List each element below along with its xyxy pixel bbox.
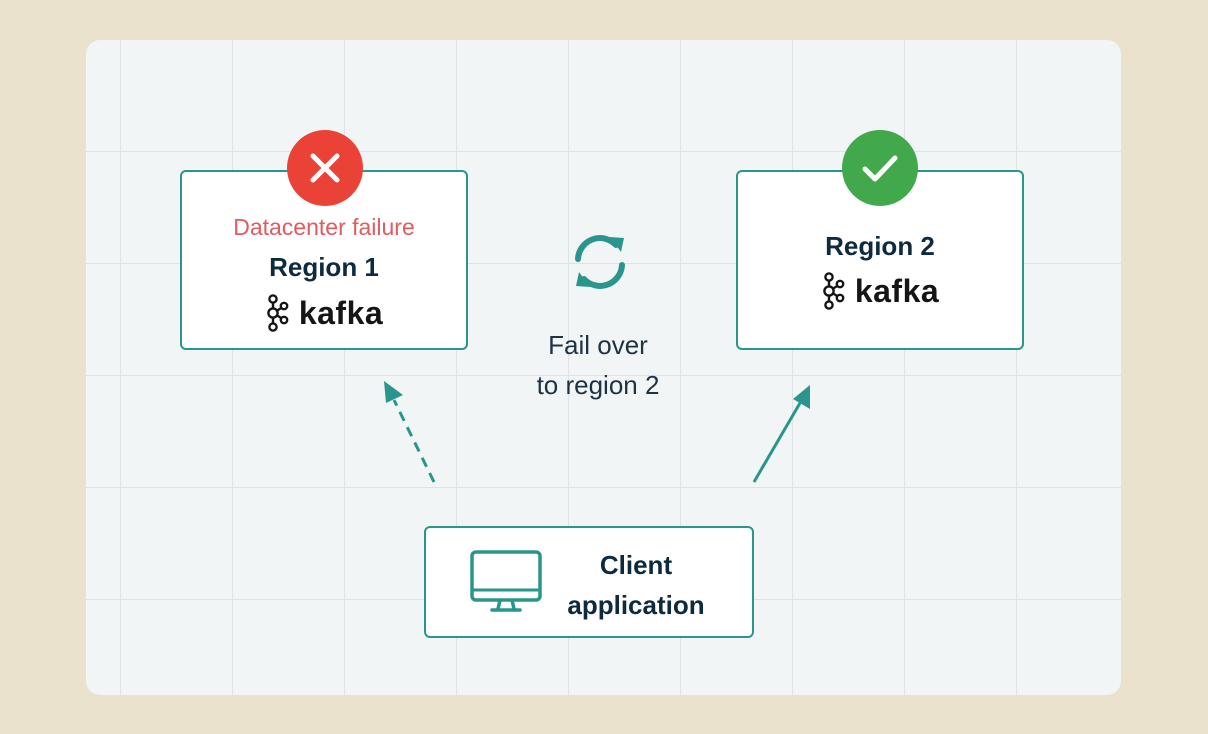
diagram-panel — [86, 40, 1121, 695]
failover-line-2: to region 2 — [536, 370, 660, 400]
monitor-icon — [470, 550, 542, 612]
success-status-badge — [842, 130, 918, 206]
kafka-logo: kafka — [738, 272, 1022, 310]
active-connection-arrow — [752, 385, 810, 483]
failover-line-1: Fail over — [548, 330, 648, 360]
kafka-icon — [267, 294, 289, 332]
region-1-title: Region 1 — [269, 252, 379, 282]
failure-status-badge — [287, 130, 363, 206]
client-line-2: application — [567, 590, 705, 620]
failed-connection-arrow — [384, 381, 436, 483]
failover-label: Fail over to region 2 — [498, 325, 698, 405]
kafka-wordmark: kafka — [298, 295, 384, 331]
client-line-1: Client — [599, 550, 673, 580]
kafka-icon — [823, 272, 845, 310]
sync-icon — [575, 235, 625, 289]
client-application-label: Client application — [544, 545, 728, 625]
region-2-title: Region 2 — [825, 231, 935, 261]
check-icon — [862, 155, 898, 182]
x-icon — [310, 153, 340, 183]
failure-label: Datacenter failure — [233, 214, 415, 240]
kafka-wordmark: kafka — [854, 273, 940, 309]
client-application-box: Client application — [424, 526, 754, 638]
kafka-logo: kafka — [182, 294, 466, 332]
